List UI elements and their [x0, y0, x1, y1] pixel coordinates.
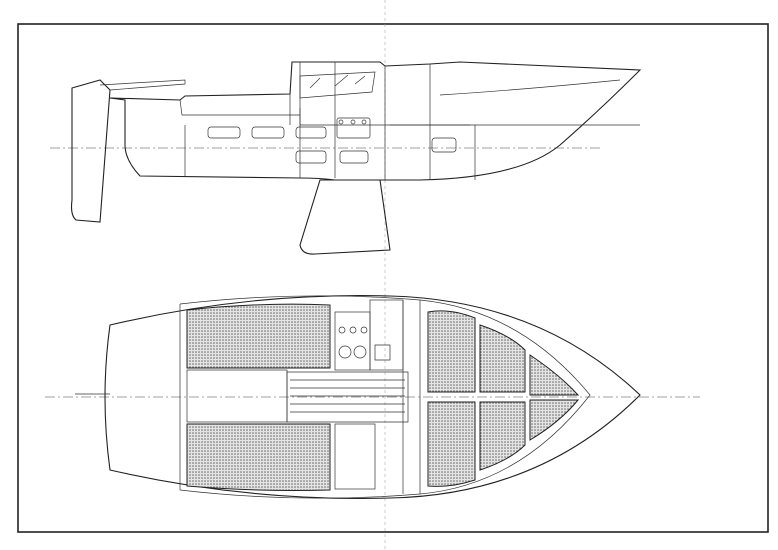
keel: [299, 179, 391, 255]
hull-profile: [109, 61, 642, 181]
side-profile: [50, 61, 642, 255]
drawing-frame: [17, 23, 769, 533]
rudder: [70, 79, 111, 223]
plan-view: [45, 295, 700, 499]
